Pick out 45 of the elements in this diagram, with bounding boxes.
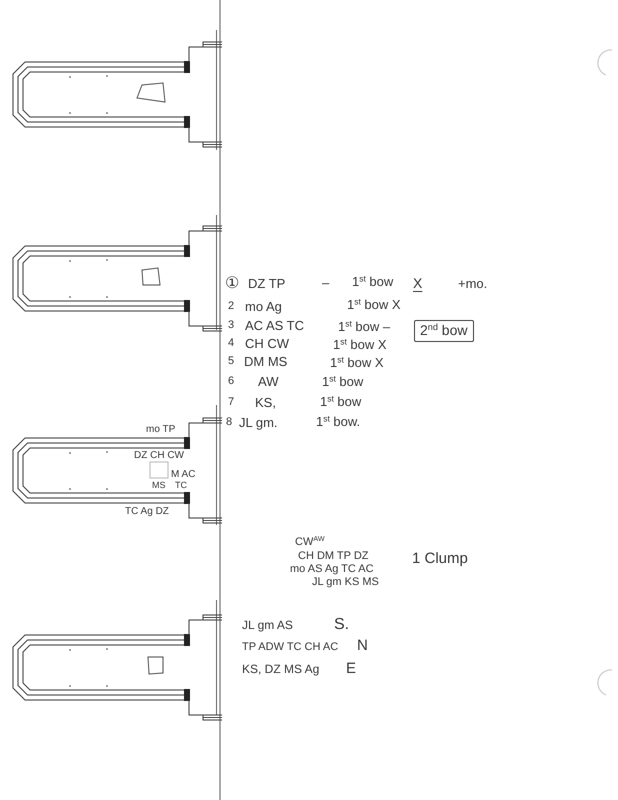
- annotation-text: mo TP: [146, 424, 176, 435]
- note-text: 1$^{st}$ bow –: [338, 320, 390, 334]
- list-number: 7: [228, 396, 234, 408]
- note-text: 1 Clump: [412, 551, 468, 568]
- initials-text: CH CW: [245, 337, 290, 352]
- note-text: 1$^{st}$ bow: [320, 395, 362, 410]
- direction-letter: E: [346, 661, 356, 678]
- list-number: 3: [228, 319, 234, 332]
- note-text: 1$^{st}$ bow.: [316, 415, 360, 430]
- initials-text: KS, DZ MS Ag: [242, 663, 320, 676]
- note-text: 1$^{st}$ bow: [322, 375, 364, 390]
- annotation-text: MS: [152, 481, 166, 491]
- list-number: 2: [228, 300, 234, 312]
- initials-text: mo Ag: [245, 300, 282, 314]
- initials-text: CH DM TP DZ: [298, 550, 368, 562]
- initials-text: JL gm KS MS: [312, 576, 379, 588]
- initials-text: KS,: [255, 396, 276, 410]
- initials-text: AC AS TC: [245, 319, 304, 334]
- note-text: 1$^{st}$ bow X: [347, 298, 401, 312]
- initials-text: mo AS Ag TC AC: [290, 563, 374, 576]
- initials-text: JL gm.: [239, 416, 278, 430]
- initials-text: DM MS: [244, 355, 288, 370]
- direction-letter: N: [357, 638, 368, 654]
- note-text: 1$^{st}$ bow X: [333, 338, 387, 352]
- initials-text: TP ADW TC CH AC: [242, 641, 338, 654]
- dash-text: –: [322, 276, 330, 290]
- initials-text: JL gm AS: [242, 619, 293, 632]
- note-text: +mo.: [458, 277, 488, 292]
- list-number: 4: [228, 337, 234, 350]
- initials-text: CW$^{AW}$: [295, 536, 325, 548]
- list-number: 5: [228, 355, 234, 368]
- annotation-text: DZ CH CW: [134, 450, 184, 461]
- annotation-text: TC Ag DZ: [125, 506, 169, 517]
- annotation-text: TC: [175, 481, 187, 491]
- x-mark: X: [413, 276, 422, 292]
- direction-letter: S.: [334, 616, 350, 634]
- annotation-text: M AC: [171, 469, 196, 480]
- note-text: 1$^{st}$ bow X: [330, 356, 384, 370]
- list-number: 6: [228, 375, 234, 388]
- initials-text: AW: [258, 375, 278, 390]
- initials-text: DZ TP: [248, 277, 286, 292]
- boxed-note: 2$^{nd}$ bow: [414, 320, 474, 342]
- note-text: 1$^{st}$ bow: [352, 275, 394, 290]
- list-number: ①: [225, 275, 239, 293]
- list-number: 8: [226, 416, 232, 428]
